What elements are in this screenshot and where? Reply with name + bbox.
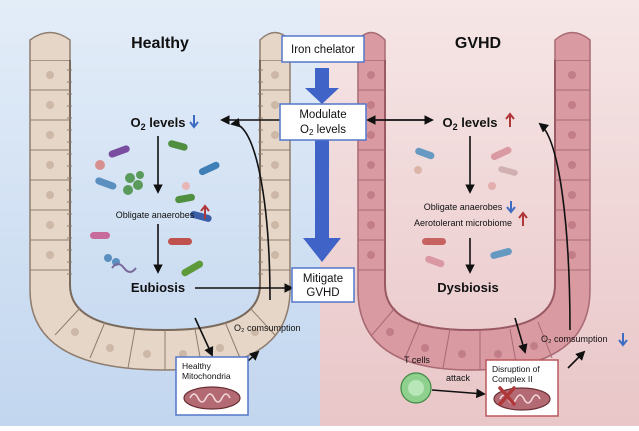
modulate-label: Modulate [299,109,346,121]
o2-down-arrow-left [189,115,199,129]
dysbiosis-label: Dysbiosis [437,280,498,295]
central-arrow [303,68,341,262]
anaerobes-down-arrow-right [506,201,516,214]
gvhd-aerotolerant-microbiome: Aerotolerant microbiome [414,218,512,228]
attack-label: attack [446,373,471,383]
gvhd-gut-bacteria [414,146,518,268]
gvhd-o2-levels: O2 levels [443,115,498,132]
gvhd-obligate-anaerobes: Obligate anaerobes [424,202,503,212]
healthy-mitochondria-line1: Healthy [182,361,212,371]
eubiosis-label: Eubiosis [131,280,185,295]
o2-consumption-down-arrow-right [618,333,628,347]
gvhd-flow-arrows [366,115,586,399]
aerotolerant-up-arrow-right [518,211,528,226]
iron-chelator-box [281,35,365,63]
mitigate-label: Mitigate [303,273,343,285]
modulate-o2-label: O2 levels [300,124,346,137]
disruption-line2: Complex II [492,374,533,384]
tcell-icon [400,372,432,404]
gvhd-title: GVHD [455,35,501,52]
healthy-intestinal-villus [29,31,291,371]
tcells-label: T cells [404,355,430,365]
iron-chelator-label: Iron chelator [291,44,355,56]
modulate-o2-box [279,103,367,141]
healthy-title: Healthy [131,35,189,52]
gvhd-label: GVHD [306,287,339,299]
disruption-line1: Disruption of [492,364,540,374]
mitigate-gvhd-box [291,267,355,303]
healthy-obligate-anaerobes: Obligate anaerobes [116,210,195,220]
mitochondria-icon-left [183,386,241,410]
healthy-mitochondria-line2: Mitochondria [182,371,231,381]
anaerobes-up-arrow-left [200,204,210,219]
o2-up-arrow-right [505,112,515,127]
gvhd-o2-consumption: O₂ comsumption [541,334,608,344]
healthy-o2-consumption: O₂ comsumption [234,323,301,333]
healthy-flow-arrows [153,115,294,371]
healthy-gut-bacteria [90,140,220,277]
cross-mark-icon [498,386,516,406]
healthy-o2-levels: O2 levels [131,115,186,132]
